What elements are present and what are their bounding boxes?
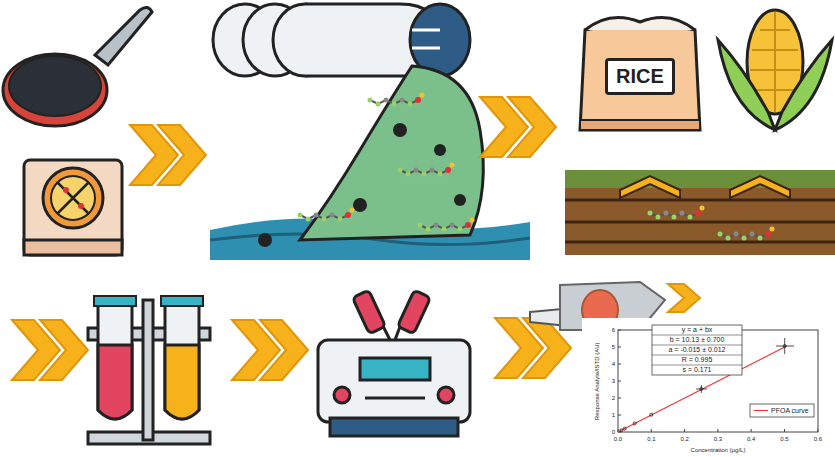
flow-chevron [130,125,206,185]
tick-label: 0.6 [814,436,822,443]
equation-cell: R = 0.995 [682,356,713,364]
tick-label: 0.2 [680,436,688,443]
tick-label: 0 [612,429,615,436]
frying-pan [3,7,152,126]
legend-text: PFOA curve [771,407,809,415]
pizza-box [24,160,122,255]
tick-label: 0.3 [714,436,722,443]
corn-cob [718,10,832,130]
flow-chevron [480,97,556,157]
legend-line-sample [754,410,768,411]
flow-chevron [232,320,308,380]
tick-label: 4 [612,361,615,368]
equation-cell: b = 10.13 ± 0.700 [670,336,725,344]
tick-label: 0.1 [647,436,655,443]
centrifuge-instrument [318,290,470,436]
equation-cell: y = a + bx [682,326,713,334]
bag-label: RICE [605,58,675,95]
axis-title: Response Analyte/ISTD (AU) [594,342,601,420]
tick-label: 1 [612,412,615,419]
pipe-discharge [210,4,530,260]
tick-label: 0.5 [780,436,788,443]
equation-cell: a = -0.015 ± 0.012 [669,346,726,354]
tick-label: 0.4 [747,436,755,443]
flow-chevron [668,284,700,312]
tick-label: 0.0 [614,436,622,443]
rice-bag [580,18,700,131]
soil-layers [565,170,835,255]
axis-title: Concentration (µg/L) [691,447,746,454]
calibration-chart [582,318,835,457]
equation-cell: s = 0.171 [683,366,712,374]
tick-label: 6 [612,327,615,334]
flow-chevron [12,320,88,380]
tick-label: 2 [612,395,615,402]
bag-text: RICE [616,65,664,88]
tick-label: 5 [612,344,615,351]
test-tubes [88,296,210,444]
tick-label: 3 [612,378,615,385]
